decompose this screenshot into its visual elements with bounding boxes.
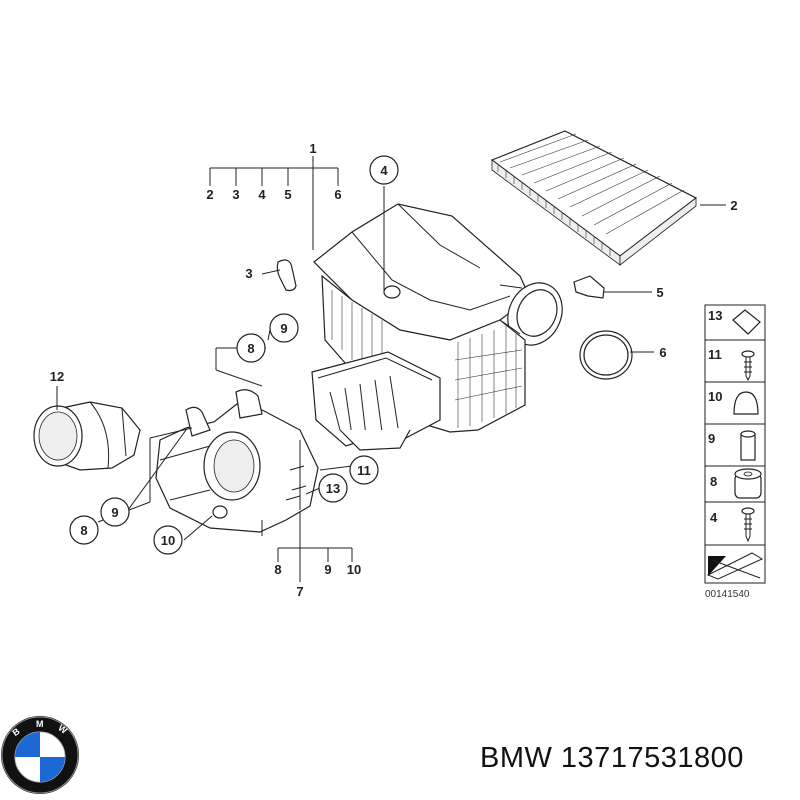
callout-5: 5 <box>656 285 663 300</box>
legend-item-3: 9 <box>708 431 715 446</box>
callout-6-top: 6 <box>334 187 341 202</box>
direction-arrow-icon <box>706 552 764 580</box>
callout-9-a: 9 <box>280 321 287 336</box>
sleeve-icon <box>740 430 756 461</box>
callout-10: 10 <box>161 533 175 548</box>
logo-letter-m: M <box>36 719 44 729</box>
air-box-housing <box>311 203 563 451</box>
air-filter-element <box>490 130 698 266</box>
legend-panel: 13 11 10 9 8 4 <box>704 304 766 584</box>
legend-item-5: 4 <box>710 510 718 525</box>
callout-5-top: 5 <box>284 187 291 202</box>
clamp-part <box>573 275 605 299</box>
callout-8-b: 8 <box>80 523 87 538</box>
callout-2: 2 <box>730 198 737 213</box>
callout-6: 6 <box>659 345 666 360</box>
callout-9-bottom: 9 <box>324 562 331 577</box>
callout-8-bottom: 8 <box>274 562 281 577</box>
legend-item-1: 11 <box>708 347 722 362</box>
callout-3: 3 <box>245 266 252 281</box>
legend-item-4: 8 <box>710 474 717 489</box>
cap-icon <box>733 391 759 415</box>
callout-9-b: 9 <box>111 505 118 520</box>
callout-labels: 1 2 3 4 5 6 2 3 4 5 6 9 8 8 9 10 11 13 1… <box>50 141 738 599</box>
callout-4-top: 4 <box>258 187 266 202</box>
callout-13: 13 <box>326 481 340 496</box>
intake-snorkel <box>33 401 141 471</box>
callout-12: 12 <box>50 369 64 384</box>
self-tapping-screw-icon <box>741 507 755 543</box>
clip-nut-icon <box>732 309 761 335</box>
screw-icon <box>741 350 755 382</box>
sealing-ring <box>579 330 633 380</box>
callout-11: 11 <box>357 463 371 478</box>
callout-4: 4 <box>380 163 388 178</box>
legend-item-0: 13 <box>708 308 722 323</box>
legend-item-2: 10 <box>708 389 722 404</box>
callout-1: 1 <box>309 141 316 156</box>
bmw-logo: B M W <box>1 716 79 794</box>
clip-part <box>276 259 297 292</box>
intake-silencer <box>155 389 319 536</box>
callout-8-a: 8 <box>247 341 254 356</box>
callout-2-top: 2 <box>206 187 213 202</box>
callout-10-bottom: 10 <box>347 562 361 577</box>
part-number-label: BMW 13717531800 <box>480 742 744 774</box>
callout-7: 7 <box>296 584 303 599</box>
callout-3-top: 3 <box>232 187 239 202</box>
figure-code: 00141540 <box>705 589 750 600</box>
logo-letter-b: B <box>11 726 22 738</box>
callout-circles <box>69 155 399 555</box>
grommet-icon <box>734 468 762 499</box>
